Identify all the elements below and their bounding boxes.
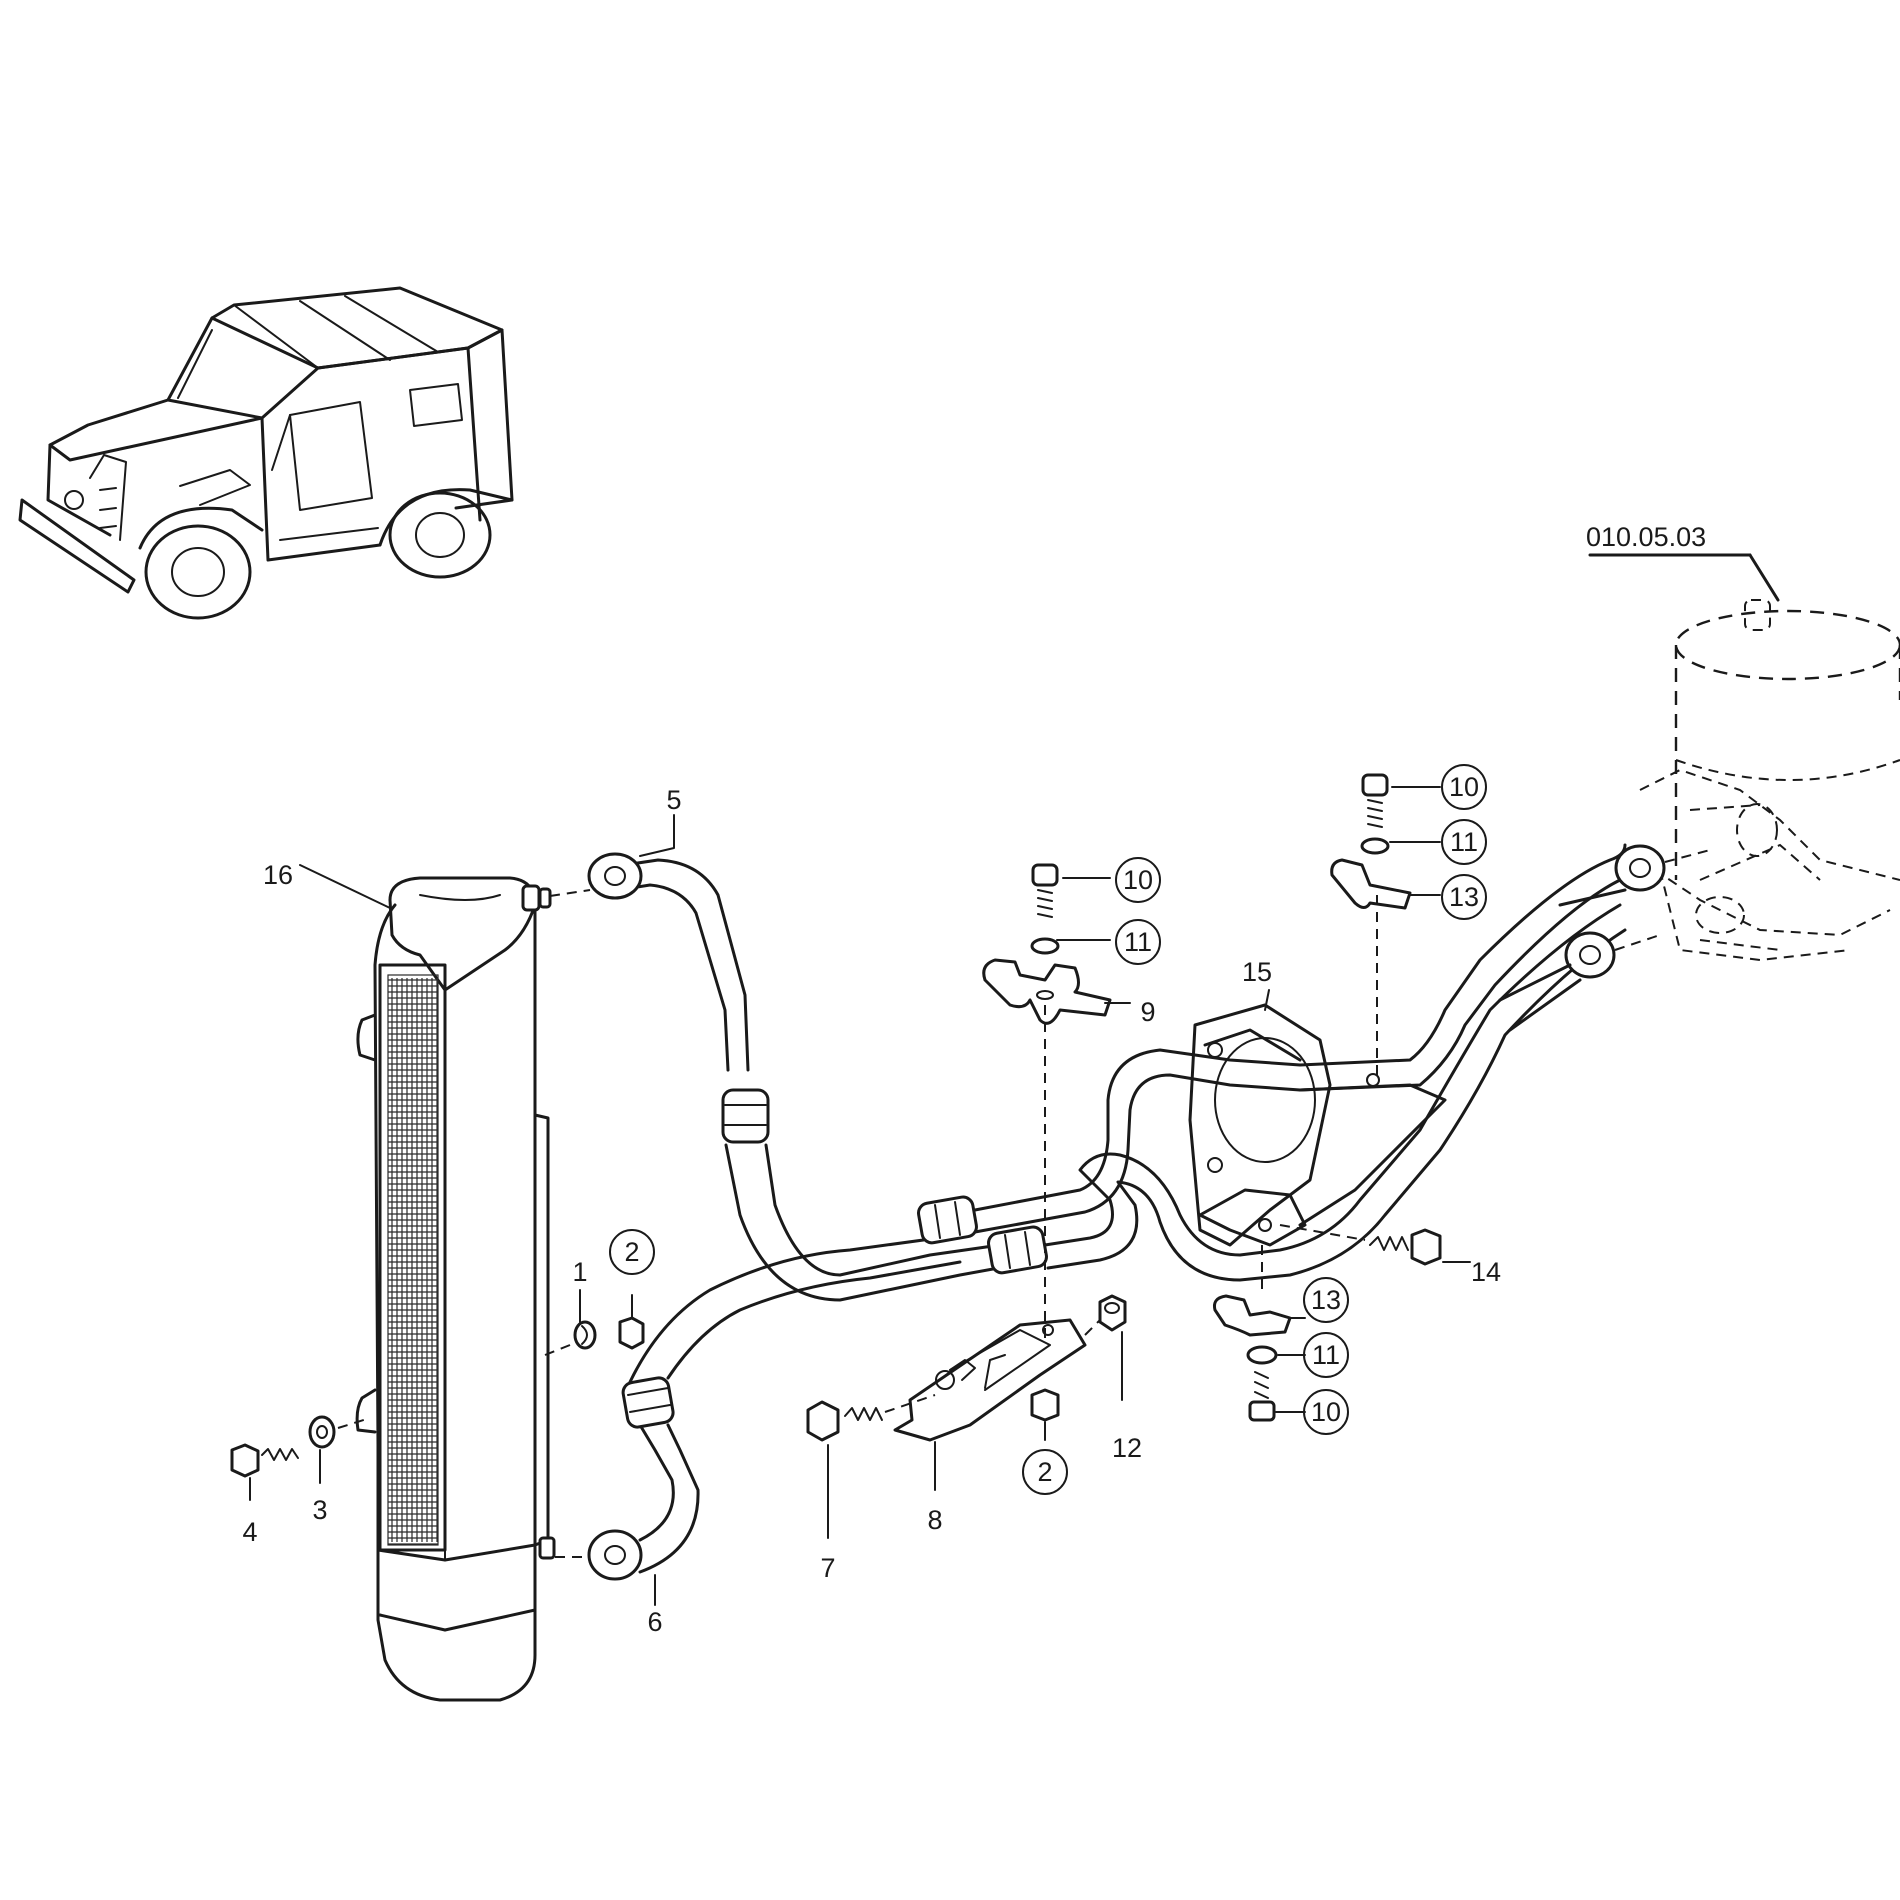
callout-circle	[1115, 857, 1161, 903]
callout-1: 1	[572, 1257, 587, 1287]
callout-number: 6	[647, 1607, 662, 1637]
washer-11-a	[1030, 937, 1060, 955]
bolt-14	[1369, 1228, 1442, 1266]
oil-cooler-radiator	[355, 876, 556, 1702]
callout-15: 15	[1242, 957, 1272, 987]
callout-12: 12	[1112, 1433, 1142, 1463]
callout-number: 9	[1140, 997, 1155, 1027]
clamp-13-a	[1330, 858, 1412, 910]
washer-11-b	[1360, 837, 1390, 855]
bolt-7	[806, 1400, 883, 1442]
callout-14: 14	[1471, 1257, 1501, 1287]
callout-3: 3	[312, 1495, 327, 1525]
callout-circle	[1441, 764, 1487, 810]
screw-10-c	[1248, 1371, 1276, 1422]
nut-12	[1098, 1294, 1127, 1332]
bracket-8	[893, 1318, 1087, 1442]
callout-circle	[1303, 1332, 1349, 1378]
callout-number: 5	[666, 785, 681, 815]
vehicle-illustration	[18, 286, 514, 620]
callout-number: 2	[624, 1237, 639, 1267]
callout-number: 3	[312, 1495, 327, 1525]
callout-circle	[1441, 874, 1487, 920]
callout-10: 10	[1441, 764, 1487, 810]
callout-6: 6	[647, 1607, 662, 1637]
callout-number: 10	[1449, 772, 1479, 802]
callout-11: 11	[1115, 919, 1161, 965]
nut-2-a	[618, 1316, 645, 1350]
callout-13: 13	[1441, 874, 1487, 920]
callout-2: 2	[1022, 1449, 1068, 1495]
callout-11: 11	[1303, 1332, 1349, 1378]
callout-2: 2	[609, 1229, 655, 1275]
washer-11-c	[1246, 1345, 1278, 1365]
callout-number: 1	[572, 1257, 587, 1287]
callout-number: 13	[1311, 1285, 1341, 1315]
callout-number: 12	[1112, 1433, 1142, 1463]
callout-circle	[1022, 1449, 1068, 1495]
callout-number: 11	[1450, 827, 1478, 857]
callout-9: 9	[1140, 997, 1155, 1027]
steering-pump-reference	[1639, 599, 1900, 962]
spring-washer-1	[573, 1320, 597, 1350]
callout-number: 10	[1123, 865, 1153, 895]
callout-10: 10	[1303, 1389, 1349, 1435]
callout-number: 14	[1471, 1257, 1501, 1287]
callout-circle	[1303, 1277, 1349, 1323]
leader-lines	[249, 786, 1471, 1606]
callout-circle	[1115, 919, 1161, 965]
callout-number: 13	[1449, 882, 1479, 912]
callout-number: 16	[263, 860, 293, 890]
callout-number: 11	[1124, 927, 1152, 957]
bolt-4	[230, 1443, 299, 1478]
nut-2-b	[1030, 1388, 1060, 1422]
screw-10-a	[1031, 863, 1059, 918]
callout-number: 10	[1311, 1397, 1341, 1427]
callout-number: 11	[1312, 1340, 1340, 1370]
callout-circle	[1441, 819, 1487, 865]
callout-5: 5	[666, 785, 681, 815]
screw-10-b	[1361, 773, 1389, 828]
bracket-15	[1188, 1003, 1447, 1247]
callout-number: 15	[1242, 957, 1272, 987]
callout-circle	[1303, 1389, 1349, 1435]
washer-3	[308, 1415, 336, 1449]
callout-10: 10	[1115, 857, 1161, 903]
callout-11: 11	[1441, 819, 1487, 865]
clamp-13-b	[1213, 1294, 1292, 1337]
callout-number: 8	[927, 1505, 942, 1535]
clamp-9	[982, 958, 1112, 1025]
callout-number: 2	[1037, 1457, 1052, 1487]
callout-13: 13	[1303, 1277, 1349, 1323]
callout-circle	[609, 1229, 655, 1275]
reference-label: 010.05.03	[1586, 522, 1706, 552]
callout-4: 4	[242, 1517, 257, 1547]
callout-number: 4	[242, 1517, 257, 1547]
callout-number: 7	[820, 1553, 835, 1583]
callout-7: 7	[820, 1553, 835, 1583]
callout-8: 8	[927, 1505, 942, 1535]
callout-16: 16	[263, 860, 293, 890]
